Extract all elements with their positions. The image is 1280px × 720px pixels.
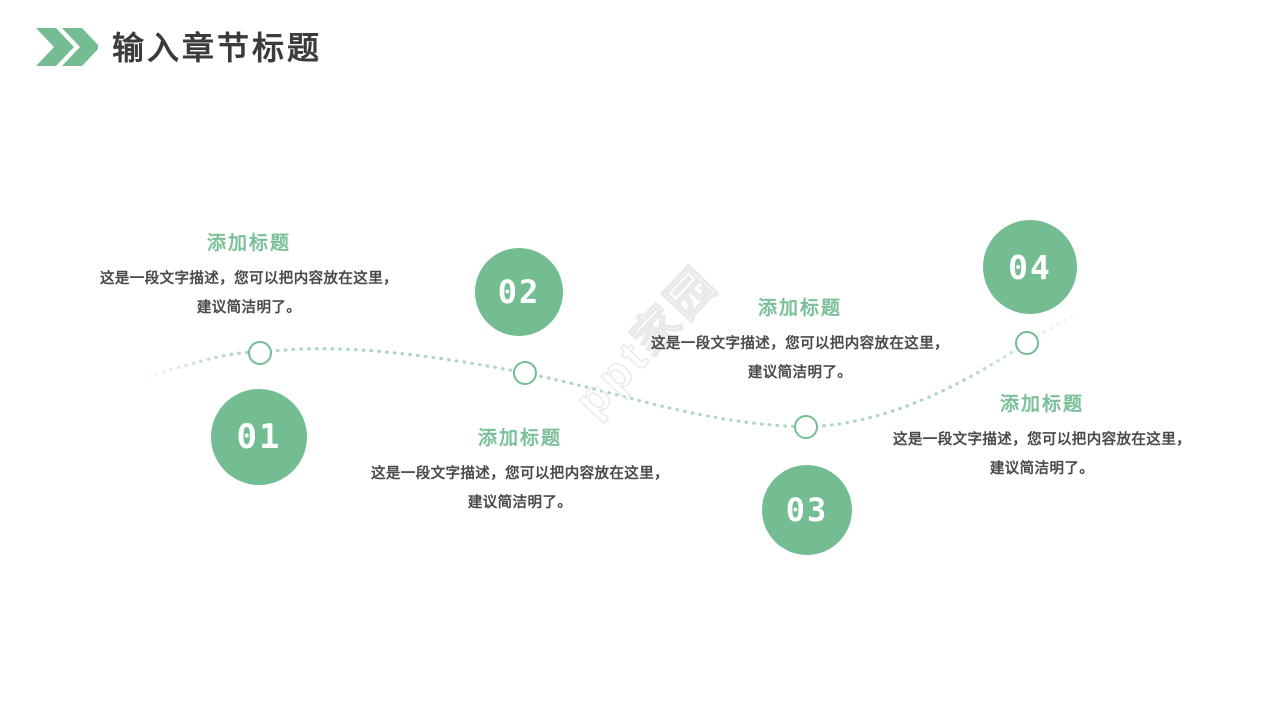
step-text-block-03: 添加标题 这是一段文字描述，您可以把内容放在这里，建议简洁明了。 xyxy=(646,296,954,388)
timeline-node-2[interactable] xyxy=(513,361,537,385)
step-circle-03[interactable]: 03 xyxy=(762,465,852,555)
step-number-04: 04 xyxy=(1008,247,1052,287)
double-chevron-right-icon xyxy=(36,27,100,67)
step-number-03: 03 xyxy=(785,491,829,529)
timeline-node-1[interactable] xyxy=(248,341,272,365)
step-title-04: 添加标题 xyxy=(999,394,1084,415)
step-text-block-04: 添加标题 这是一段文字描述，您可以把内容放在这里，建议简洁明了。 xyxy=(886,392,1198,484)
step-body-02: 这是一段文字描述，您可以把内容放在这里，建议简洁明了。 xyxy=(371,466,669,511)
step-number-01: 01 xyxy=(236,417,282,457)
step-text-block-01: 添加标题 这是一段文字描述，您可以把内容放在这里，建议简洁明了。 xyxy=(95,231,403,323)
step-body-03: 这是一段文字描述，您可以把内容放在这里，建议简洁明了。 xyxy=(651,336,949,381)
step-circle-04[interactable]: 04 xyxy=(983,220,1077,314)
timeline-node-3[interactable] xyxy=(794,415,818,439)
step-circle-01[interactable]: 01 xyxy=(211,389,307,485)
slide-header: 输入章节标题 xyxy=(0,0,1280,95)
timeline-node-4[interactable] xyxy=(1015,331,1039,355)
step-number-02: 02 xyxy=(497,273,541,311)
step-circle-02[interactable]: 02 xyxy=(475,248,563,336)
step-title-03: 添加标题 xyxy=(757,298,842,319)
step-title-01: 添加标题 xyxy=(206,233,291,254)
step-body-01: 这是一段文字描述，您可以把内容放在这里，建议简洁明了。 xyxy=(100,271,398,316)
page-title: 输入章节标题 xyxy=(112,30,323,66)
step-title-02: 添加标题 xyxy=(477,428,562,449)
step-body-04: 这是一段文字描述，您可以把内容放在这里，建议简洁明了。 xyxy=(893,432,1191,477)
step-text-block-02: 添加标题 这是一段文字描述，您可以把内容放在这里，建议简洁明了。 xyxy=(366,426,674,518)
